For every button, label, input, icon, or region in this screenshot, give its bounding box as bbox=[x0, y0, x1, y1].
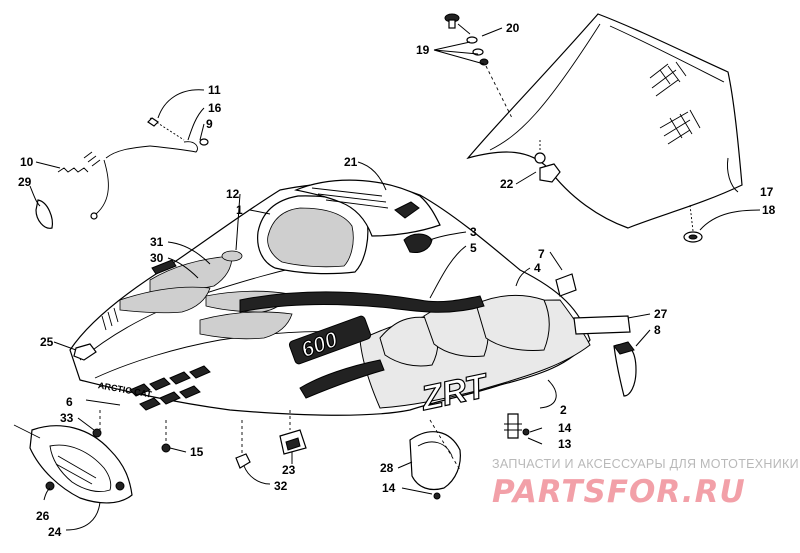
callout-3: 3 bbox=[470, 225, 477, 239]
callout-24: 24 bbox=[48, 525, 62, 539]
windshield-grommet bbox=[683, 204, 703, 243]
callout-14-latch: 14 bbox=[558, 421, 572, 435]
front-bumper bbox=[13, 424, 133, 504]
callout-33: 33 bbox=[60, 411, 74, 425]
callout-30: 30 bbox=[150, 251, 164, 265]
headlight-lens bbox=[403, 233, 433, 253]
callout-31: 31 bbox=[150, 235, 164, 249]
hood: 600 ZRT ARCTIC CAT bbox=[69, 179, 591, 419]
hood-cable-assembly bbox=[35, 117, 209, 229]
callout-1: 1 bbox=[236, 203, 243, 217]
side-cover-screw bbox=[433, 492, 441, 500]
callout-22: 22 bbox=[500, 177, 514, 191]
callout-19: 19 bbox=[416, 43, 430, 57]
hood-clip bbox=[235, 420, 251, 469]
callout-13: 13 bbox=[558, 437, 572, 451]
bumper-screws bbox=[92, 410, 171, 453]
callout-8: 8 bbox=[654, 323, 661, 337]
callout-16: 16 bbox=[208, 101, 222, 115]
callout-28: 28 bbox=[380, 461, 394, 475]
callout-10: 10 bbox=[20, 155, 34, 169]
callout-17: 17 bbox=[760, 185, 774, 199]
callout-2: 2 bbox=[560, 403, 567, 417]
nose-cap bbox=[73, 343, 97, 361]
callout-12: 12 bbox=[226, 187, 240, 201]
callout-23: 23 bbox=[282, 463, 296, 477]
hood-grommet bbox=[221, 250, 243, 262]
callout-labels: 1 2 3 4 5 6 7 8 9 10 11 12 13 14 14 15 1… bbox=[18, 21, 776, 539]
callout-25: 25 bbox=[40, 335, 54, 349]
hood-bracket bbox=[279, 410, 307, 455]
hood-strap bbox=[613, 341, 637, 397]
reflector-small bbox=[555, 273, 577, 297]
windshield bbox=[466, 13, 743, 229]
callout-29: 29 bbox=[18, 175, 32, 189]
watermark: ЗАПЧАСТИ И АКСЕССУАРЫ ДЛЯ МОТОТЕХНИКИ PA… bbox=[492, 457, 799, 510]
watermark-subtitle: ЗАПЧАСТИ И АКСЕССУАРЫ ДЛЯ МОТОТЕХНИКИ bbox=[492, 457, 799, 471]
callout-32: 32 bbox=[274, 479, 288, 493]
callout-14-side: 14 bbox=[382, 481, 396, 495]
callout-9: 9 bbox=[206, 117, 213, 131]
callout-26: 26 bbox=[36, 509, 50, 523]
windshield-bracket bbox=[534, 140, 561, 183]
side-cover bbox=[409, 419, 461, 491]
reflector-strip bbox=[573, 315, 631, 335]
callout-5: 5 bbox=[470, 241, 477, 255]
callout-11: 11 bbox=[208, 83, 221, 97]
callout-6: 6 bbox=[66, 395, 73, 409]
callout-18: 18 bbox=[762, 203, 776, 217]
callout-20: 20 bbox=[506, 21, 520, 35]
leader-lines bbox=[29, 27, 761, 531]
callout-4: 4 bbox=[534, 261, 541, 275]
watermark-brand: PARTSFOR.RU bbox=[492, 474, 746, 510]
callout-15: 15 bbox=[190, 445, 204, 459]
callout-7: 7 bbox=[538, 247, 545, 261]
callout-27: 27 bbox=[654, 307, 668, 321]
windshield-screw-assembly bbox=[444, 13, 513, 119]
latch-assembly bbox=[504, 413, 530, 439]
callout-21: 21 bbox=[344, 155, 358, 169]
